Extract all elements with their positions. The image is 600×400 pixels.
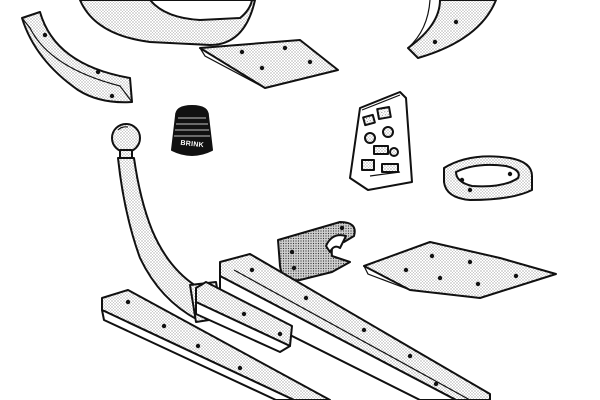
- hardware-bag: [349, 91, 413, 191]
- side-plate-right: [407, 0, 497, 59]
- ring-bracket: [443, 155, 533, 201]
- side-plate-left: [21, 11, 133, 104]
- socket-plate: [277, 221, 356, 282]
- ball-cover-cap: BRINK: [171, 105, 213, 156]
- fender-bracket-top: [79, 0, 339, 89]
- brand-label: BRINK: [180, 140, 204, 149]
- mounting-plate-right: [363, 241, 557, 299]
- side-rail-front: [101, 289, 331, 400]
- tow-ball: [111, 123, 141, 159]
- side-rail-left: [195, 281, 293, 353]
